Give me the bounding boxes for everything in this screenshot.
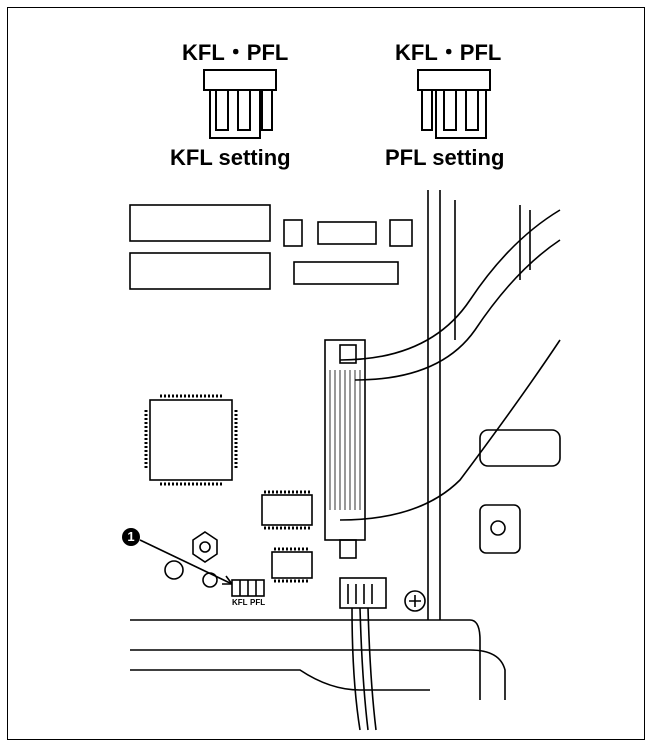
right-jumper-title: KFL・PFL bbox=[395, 40, 502, 65]
ic-chip bbox=[261, 494, 313, 526]
hex-nut bbox=[192, 531, 218, 563]
board-slot bbox=[129, 204, 271, 242]
component bbox=[389, 219, 413, 247]
screw bbox=[404, 590, 426, 612]
component bbox=[283, 219, 303, 247]
board-slot bbox=[129, 252, 271, 290]
component bbox=[317, 221, 377, 245]
jumper-label-kfl: KFL bbox=[232, 598, 248, 607]
board-hole bbox=[164, 560, 184, 580]
kfl-setting-label: KFL setting bbox=[170, 145, 291, 170]
component bbox=[293, 261, 399, 285]
bracket-hole bbox=[490, 520, 506, 536]
ic-chip bbox=[271, 551, 313, 579]
processor-chip bbox=[149, 399, 233, 481]
bracket bbox=[479, 429, 561, 467]
diagram-frame bbox=[7, 7, 645, 740]
pfl-setting-label: PFL setting bbox=[385, 145, 505, 170]
callout-badge: 1 bbox=[122, 528, 140, 546]
left-jumper-title: KFL・PFL bbox=[182, 40, 289, 65]
circuit-board bbox=[129, 190, 561, 731]
wire-connector bbox=[339, 577, 387, 609]
kfl-jumper-icon bbox=[203, 69, 277, 139]
jumper-label-pfl: PFL bbox=[250, 598, 266, 607]
pfl-jumper-icon bbox=[417, 69, 491, 139]
